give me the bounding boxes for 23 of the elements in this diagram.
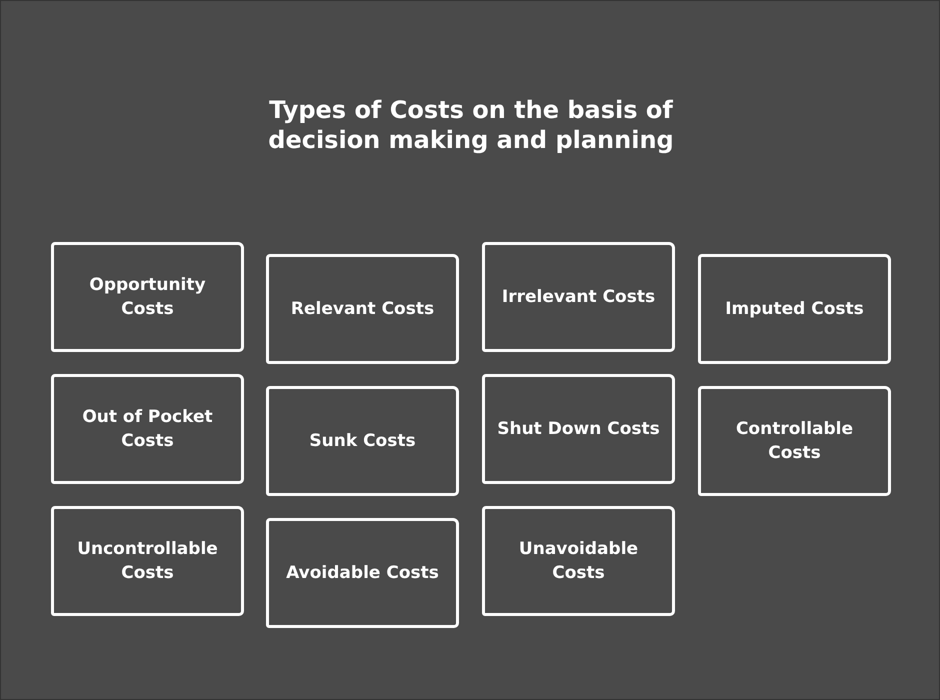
card-label: Imputed Costs: [724, 298, 865, 321]
cost-card: [482, 506, 675, 616]
cost-card: [482, 242, 675, 352]
cost-card: [51, 506, 244, 616]
card-label: Out of Pocket Costs: [81, 406, 214, 453]
card-label: Sunk Costs: [308, 430, 417, 453]
diagram-title: Types of Costs on the basis of decision making and planning: [267, 95, 675, 155]
cost-card: [51, 374, 244, 484]
card-label: Unavoidable Costs: [518, 538, 640, 585]
card-label: Shut Down Costs: [496, 418, 661, 441]
cost-card: [698, 386, 891, 496]
card-label: Opportunity Costs: [88, 274, 207, 321]
card-label: Irrelevant Costs: [500, 286, 656, 309]
cost-card: [698, 254, 891, 364]
card-label: Avoidable Costs: [285, 562, 440, 585]
cost-card: [266, 386, 459, 496]
cost-card: [51, 242, 244, 352]
card-label: Relevant Costs: [290, 298, 436, 321]
card-label: Controllable Costs: [734, 418, 854, 465]
cost-card: [482, 374, 675, 484]
card-label: Uncontrollable Costs: [76, 538, 219, 585]
cost-card: [266, 518, 459, 628]
cost-card: [266, 254, 459, 364]
